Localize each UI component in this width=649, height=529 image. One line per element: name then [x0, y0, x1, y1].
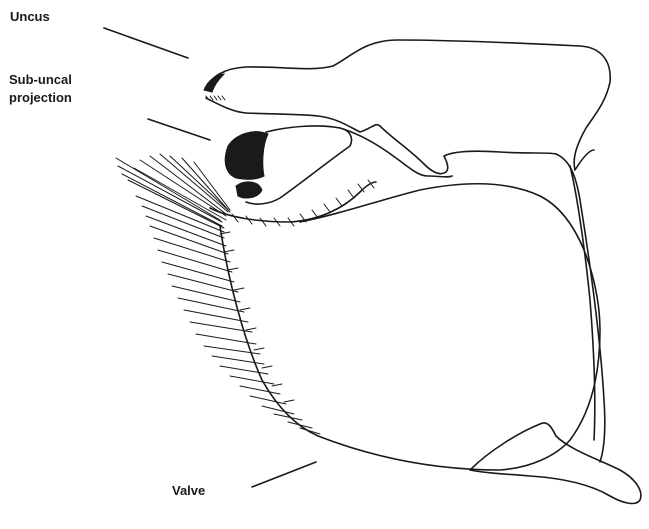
uncus-leader-line — [104, 28, 188, 58]
valve-setae-fan — [116, 154, 320, 434]
sub-uncal-leader-line — [148, 119, 210, 140]
sub-uncal-label-line2: projection — [9, 90, 72, 106]
sub-uncal-projection-lower-dark — [236, 182, 262, 198]
uncus-tip-dark — [204, 74, 224, 92]
valve-label: Valve — [172, 483, 205, 499]
sub-uncal-projection-outline — [246, 126, 452, 204]
valve-outline — [220, 184, 600, 470]
uncus-label: Uncus — [10, 9, 50, 25]
valve-leader-line — [252, 462, 316, 487]
basal-process — [470, 423, 641, 504]
sub-uncal-projection-dark — [225, 132, 268, 180]
sub-uncal-label-line1: Sub-uncal — [9, 72, 72, 88]
valve-ventral-process — [556, 154, 605, 462]
